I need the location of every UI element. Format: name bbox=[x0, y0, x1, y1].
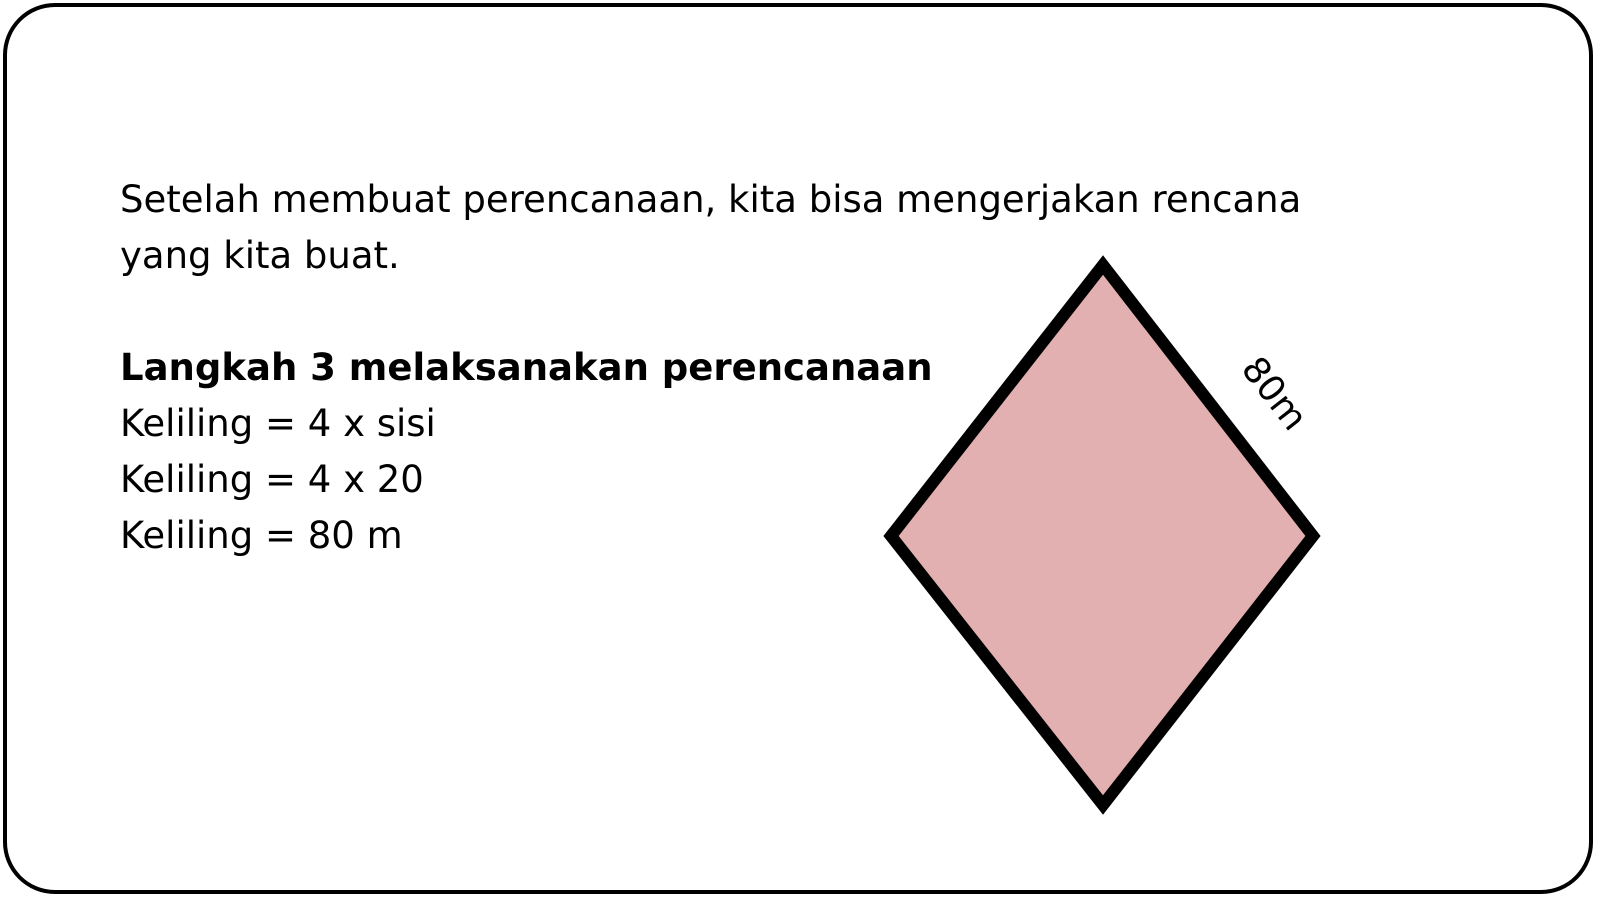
rhombus-figure: 80m bbox=[880, 255, 1360, 815]
text-content: Setelah membuat perencanaan, kita bisa m… bbox=[120, 172, 1302, 564]
step-heading: Langkah 3 melaksanakan perencanaan bbox=[120, 346, 933, 389]
side-length-label: 80m bbox=[1233, 349, 1315, 438]
intro-line-2: yang kita buat. bbox=[120, 234, 400, 277]
formula-line-1: Keliling = 4 x sisi bbox=[120, 402, 436, 445]
formula-line-3: Keliling = 80 m bbox=[120, 514, 403, 557]
intro-line-1: Setelah membuat perencanaan, kita bisa m… bbox=[120, 178, 1302, 221]
formula-line-2: Keliling = 4 x 20 bbox=[120, 458, 424, 501]
rhombus-diagram: 80m bbox=[883, 255, 1321, 815]
card-frame bbox=[3, 3, 1593, 894]
rhombus-shape bbox=[883, 255, 1321, 815]
